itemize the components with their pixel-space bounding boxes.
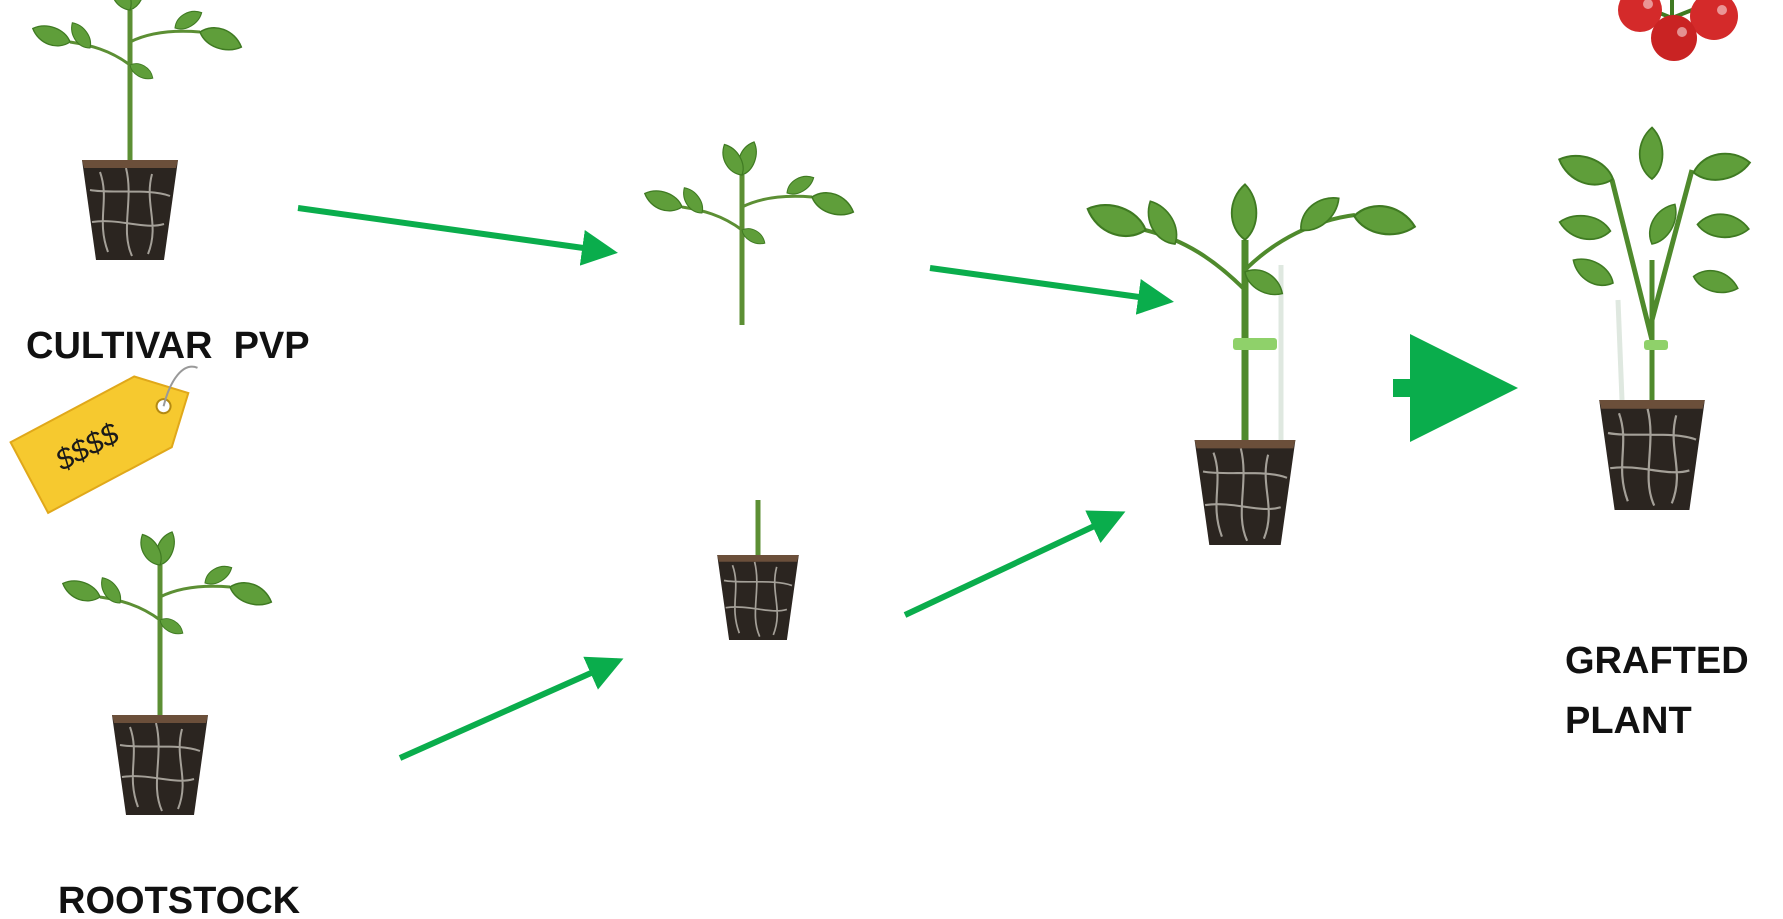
tomato-cluster-icon — [1618, 0, 1738, 61]
grafted-plant-icon — [1555, 128, 1752, 510]
grafting-plant-icon — [1083, 184, 1418, 545]
arrow-rootstock-to-graft — [905, 514, 1120, 615]
cultivar-seedling-icon — [30, 0, 245, 260]
cultivar-label: CULTIVAR PVP — [26, 325, 310, 367]
scion-cutting-icon — [642, 139, 857, 325]
price-tag-icon: $$$$ — [11, 348, 225, 513]
graft-clip-icon — [1233, 338, 1277, 350]
grafted-plant-label-line1: GRAFTED — [1565, 640, 1749, 682]
arrow-scion-to-graft — [930, 268, 1168, 301]
arrow-rootstock-to-cut — [400, 661, 618, 758]
arrow-cultivar-to-scion — [298, 208, 612, 252]
grafted-plant-label-line2: PLANT — [1565, 700, 1692, 742]
rootstock-cut-icon — [717, 500, 799, 640]
rootstock-seedling-icon — [60, 529, 275, 815]
rootstock-label: ROOTSTOCK — [58, 880, 301, 919]
